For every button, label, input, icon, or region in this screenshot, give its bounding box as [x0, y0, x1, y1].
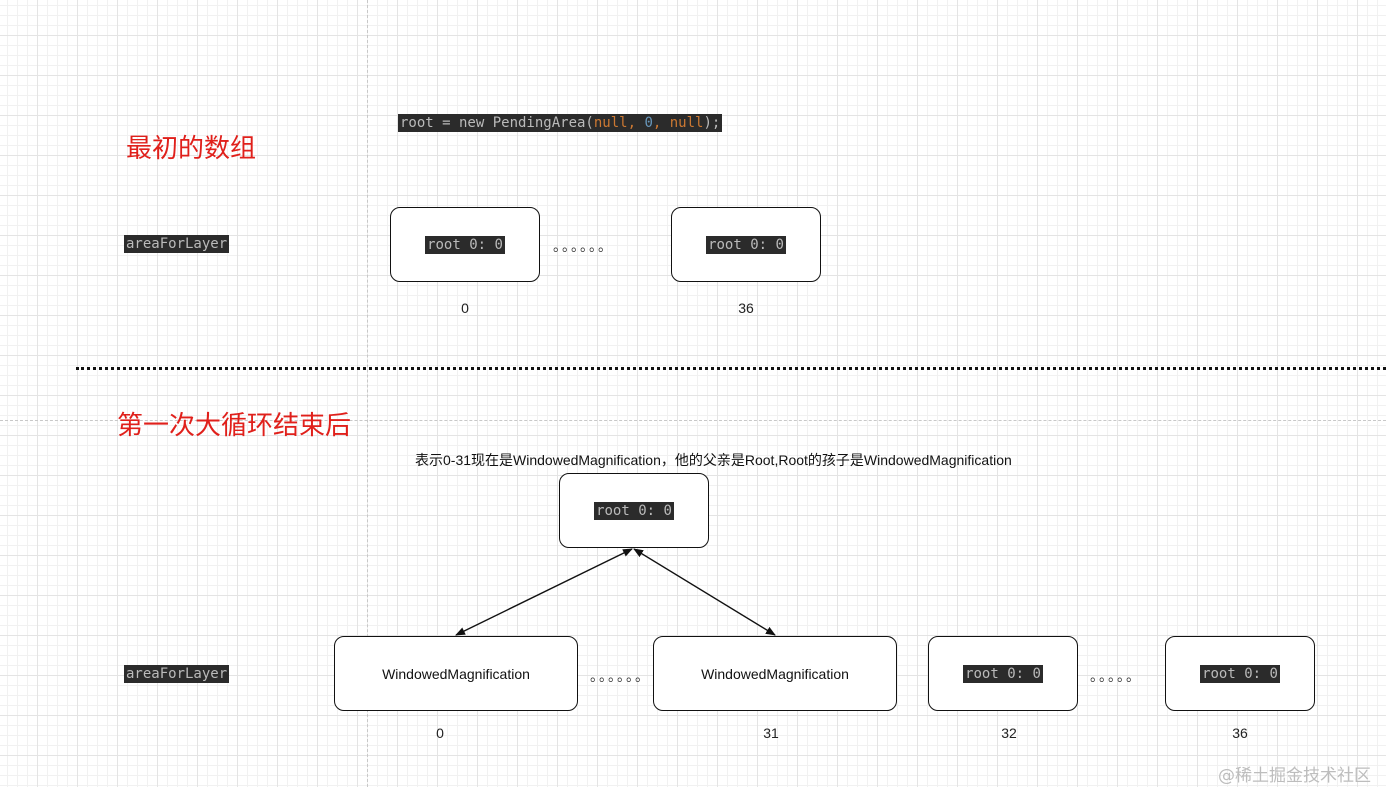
array-box-label: root 0: 0 [1200, 664, 1280, 683]
array-box-root-32[interactable]: root 0: 0 [928, 636, 1078, 711]
index-label: 31 [763, 725, 779, 741]
index-label: 0 [436, 725, 444, 741]
array-box-label: WindowedMagnification [382, 665, 530, 682]
ellipsis: 。。。。。 [1090, 668, 1142, 684]
array-box-wm-31[interactable]: WindowedMagnification [653, 636, 897, 711]
section-separator [76, 367, 1386, 370]
array-box-label: root 0: 0 [706, 235, 786, 254]
section1-heading: 最初的数组 [126, 134, 257, 164]
explanation-note: 表示0-31现在是WindowedMagnification，他的父亲是Root… [415, 452, 1012, 468]
parent-root-label: root 0: 0 [594, 501, 674, 520]
init-code: root = new PendingArea(null, 0, null); [398, 114, 723, 132]
horizontal-guide-line [0, 420, 1386, 421]
index-label: 36 [738, 300, 754, 316]
vertical-guide-line [367, 0, 368, 787]
array-box-label: root 0: 0 [425, 235, 505, 254]
ellipsis: 。。。。。。 [553, 238, 614, 254]
arrow-root-to-wm31 [633, 548, 776, 636]
code-suffix: ); [703, 115, 721, 131]
array-box-wm-0[interactable]: WindowedMagnification [334, 636, 578, 711]
code-prefix: root = new PendingArea( [400, 115, 594, 131]
code-sep-1: , [627, 115, 645, 131]
code-zero: 0 [644, 115, 653, 131]
array-box-label: root 0: 0 [963, 664, 1043, 683]
ellipsis: 。。。。。。 [590, 668, 651, 684]
array-box-root-36[interactable]: root 0: 0 [1165, 636, 1315, 711]
row-label-area-for-layer: areaForLayer [124, 235, 230, 253]
row-label-area-for-layer-2: areaForLayer [124, 665, 230, 683]
arrow-root-to-wm0 [455, 548, 633, 636]
index-label: 0 [461, 300, 469, 316]
section2-heading: 第一次大循环结束后 [117, 411, 352, 441]
array-box-36[interactable]: root 0: 0 [671, 207, 821, 282]
code-sep-2: , [652, 115, 670, 131]
array-box-label: WindowedMagnification [701, 665, 849, 682]
parent-root-box[interactable]: root 0: 0 [559, 473, 709, 548]
index-label: 32 [1001, 725, 1017, 741]
array-box-0[interactable]: root 0: 0 [390, 207, 540, 282]
code-null-1: null [593, 115, 628, 131]
watermark: @稀土掘金技术社区 [1218, 766, 1371, 786]
code-null-2: null [669, 115, 704, 131]
index-label: 36 [1232, 725, 1248, 741]
